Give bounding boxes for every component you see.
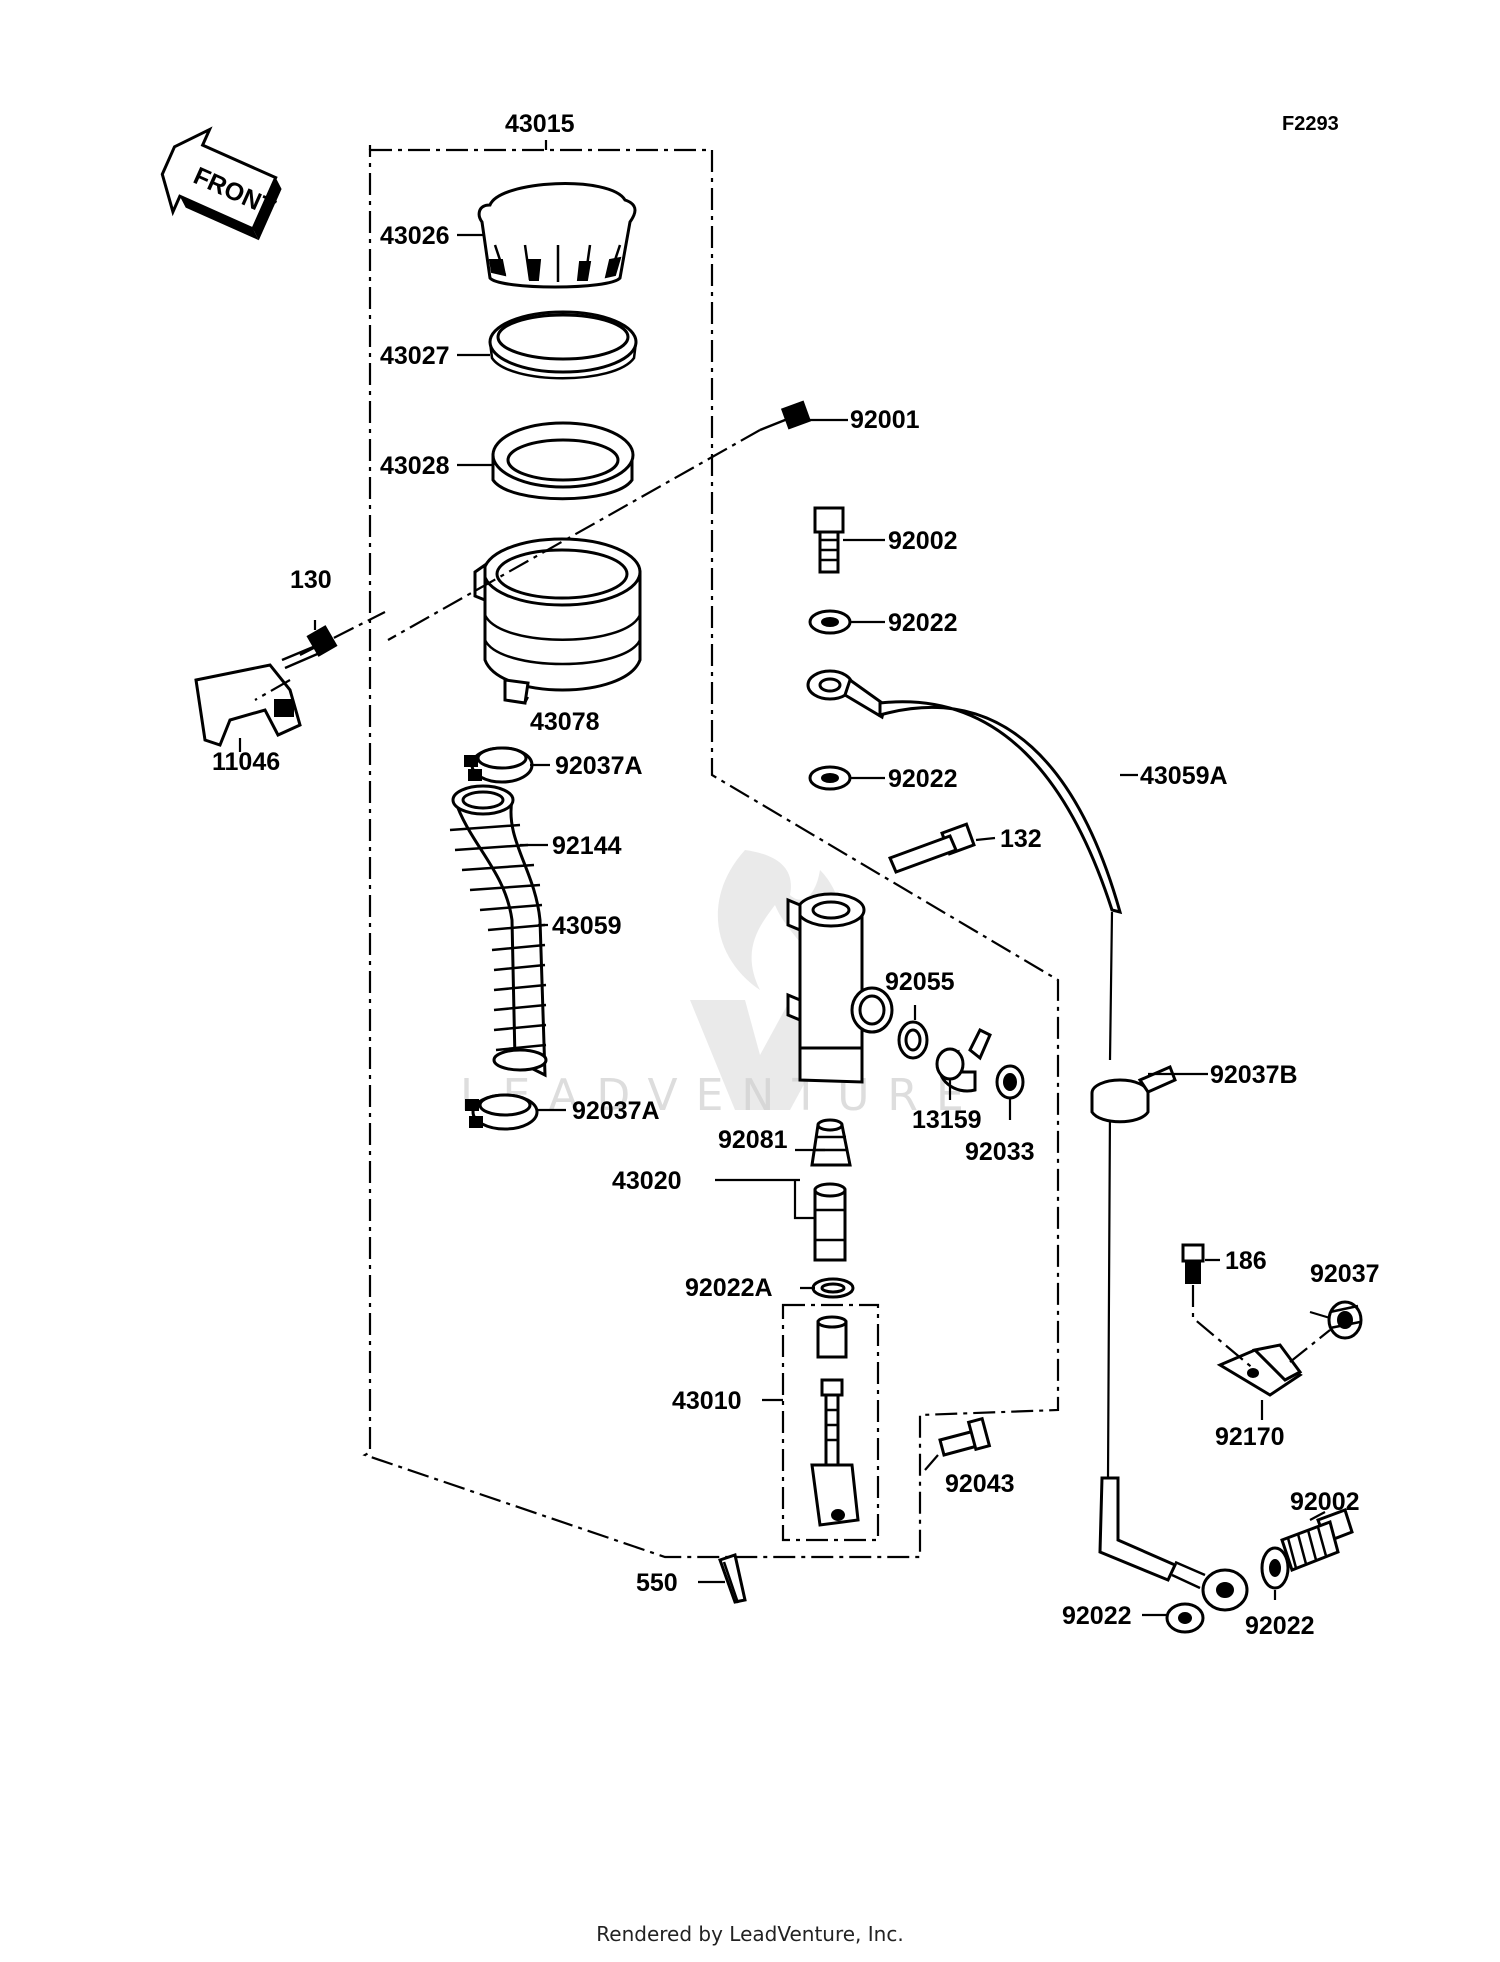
label-92022-upper-1: 92022 bbox=[888, 609, 958, 637]
label-92037A-upper: 92037A bbox=[555, 752, 643, 780]
screw-92001 bbox=[759, 400, 812, 432]
label-92055: 92055 bbox=[885, 968, 955, 996]
label-92022-lower-1: 92022 bbox=[1062, 1602, 1132, 1630]
leader-lines bbox=[238, 233, 1331, 1617]
reservoir-plate bbox=[491, 421, 635, 501]
label-43026: 43026 bbox=[380, 222, 450, 250]
washer-upper-2 bbox=[808, 765, 852, 791]
hose-clamp-lower bbox=[465, 1093, 539, 1131]
label-92043: 92043 bbox=[945, 1470, 1015, 1498]
hose-clamp-upper bbox=[464, 746, 534, 784]
cotter-pin-550 bbox=[718, 1553, 747, 1604]
label-92001: 92001 bbox=[850, 406, 920, 434]
washer-lower-1 bbox=[1260, 1546, 1290, 1590]
label-92002-lower: 92002 bbox=[1290, 1488, 1360, 1516]
washer-lower-2 bbox=[1165, 1602, 1205, 1634]
label-92037A-lower: 92037A bbox=[572, 1097, 660, 1125]
label-92037: 92037 bbox=[1310, 1260, 1380, 1288]
label-92081: 92081 bbox=[718, 1126, 788, 1154]
label-11046: 11046 bbox=[212, 748, 280, 776]
bolt-132 bbox=[887, 822, 976, 874]
footer-credit: Rendered by LeadVenture, Inc. bbox=[596, 1922, 904, 1946]
diaphragm-ring bbox=[488, 310, 638, 380]
brake-hose-lower-end bbox=[1098, 1476, 1249, 1612]
diagram-code: F2293 bbox=[1282, 113, 1339, 135]
label-92033: 92033 bbox=[965, 1138, 1035, 1166]
elbow-fitting-13159 bbox=[935, 1027, 992, 1093]
label-43027: 43027 bbox=[380, 342, 450, 370]
label-43028: 43028 bbox=[380, 452, 450, 480]
watermark-text: LEADVENTURE bbox=[460, 1070, 982, 1121]
pushrod-43010 bbox=[810, 1315, 860, 1527]
assembly-outline-43015 bbox=[362, 148, 1060, 1559]
circlip-92022A bbox=[811, 1277, 855, 1299]
label-132: 132 bbox=[1000, 825, 1042, 853]
label-186: 186 bbox=[1225, 1247, 1267, 1275]
label-92170: 92170 bbox=[1215, 1423, 1285, 1451]
label-43059A: 43059A bbox=[1140, 762, 1228, 790]
reservoir-cap bbox=[477, 182, 637, 289]
pushrod-kit-box bbox=[781, 1303, 880, 1542]
label-92002-upper: 92002 bbox=[888, 527, 958, 555]
front-arrow-icon: FRONT bbox=[160, 126, 282, 241]
brake-hose bbox=[878, 700, 1123, 915]
o-ring-92055 bbox=[897, 1020, 929, 1060]
piston-43020 bbox=[813, 1182, 847, 1262]
banjo-bolt-upper bbox=[813, 506, 845, 574]
label-92022-lower-2: 92022 bbox=[1245, 1612, 1315, 1640]
label-13159: 13159 bbox=[912, 1106, 982, 1134]
grommet-92037 bbox=[1327, 1300, 1363, 1340]
pin-92043 bbox=[938, 1416, 992, 1457]
label-43078: 43078 bbox=[530, 708, 600, 736]
master-cylinder-body bbox=[786, 892, 894, 1084]
label-550: 550 bbox=[636, 1569, 678, 1597]
label-92022-upper-2: 92022 bbox=[888, 765, 958, 793]
label-92037B: 92037B bbox=[1210, 1061, 1298, 1089]
bolt-130 bbox=[281, 625, 338, 670]
bracket-92170 bbox=[1216, 1343, 1303, 1397]
piston-cup-92081 bbox=[810, 1118, 852, 1167]
label-43059: 43059 bbox=[552, 912, 622, 940]
label-92022A: 92022A bbox=[685, 1274, 773, 1302]
reservoir-body bbox=[473, 537, 642, 705]
clip-92033 bbox=[995, 1064, 1025, 1100]
label-130: 130 bbox=[290, 566, 332, 594]
label-92144: 92144 bbox=[552, 832, 622, 860]
label-43020: 43020 bbox=[612, 1167, 682, 1195]
bolt-186 bbox=[1181, 1243, 1205, 1284]
label-43015: 43015 bbox=[505, 110, 575, 138]
hose-clamp-92037B bbox=[1090, 1065, 1177, 1124]
banjo-bolt-lower bbox=[1280, 1508, 1354, 1572]
reservoir-hose bbox=[449, 784, 548, 1078]
banjo-fitting-upper bbox=[806, 669, 887, 720]
washer-upper-1 bbox=[808, 609, 852, 635]
label-43010: 43010 bbox=[672, 1387, 742, 1415]
bracket-11046 bbox=[194, 663, 302, 747]
